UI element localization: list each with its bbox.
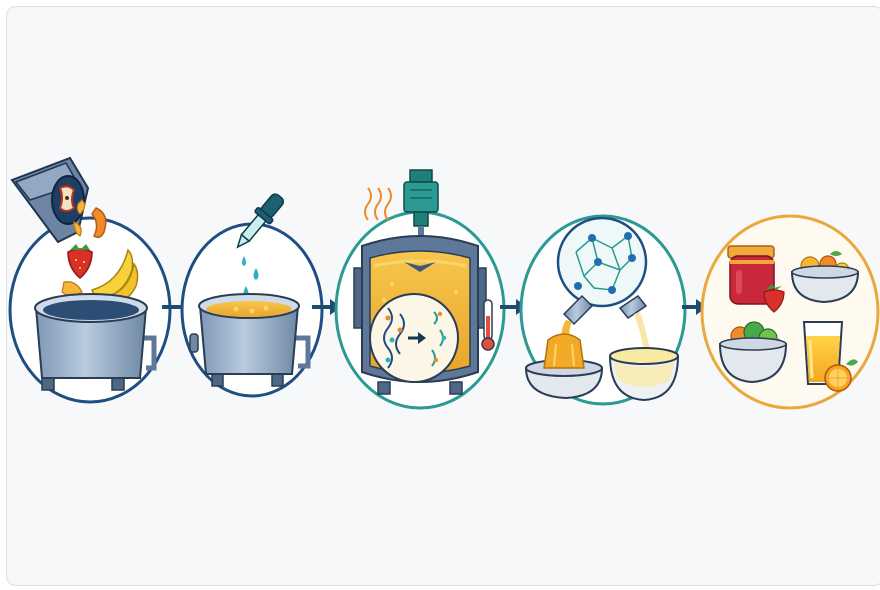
molecule-network-icon bbox=[558, 218, 646, 306]
slurry-surface bbox=[206, 301, 292, 317]
hydrolysis-magnifier bbox=[370, 294, 458, 382]
stage-product-separation bbox=[521, 216, 685, 404]
steam-icon bbox=[365, 188, 391, 220]
cooking-pot-icon bbox=[190, 294, 308, 386]
stage-waste-input bbox=[10, 158, 170, 402]
stage-hydrolysis-reactor bbox=[336, 170, 504, 408]
stage-food-products bbox=[702, 216, 878, 408]
thermometer-icon bbox=[482, 300, 494, 350]
stage-enzyme-dosing bbox=[182, 190, 322, 396]
cooking-pot-icon bbox=[35, 294, 154, 390]
